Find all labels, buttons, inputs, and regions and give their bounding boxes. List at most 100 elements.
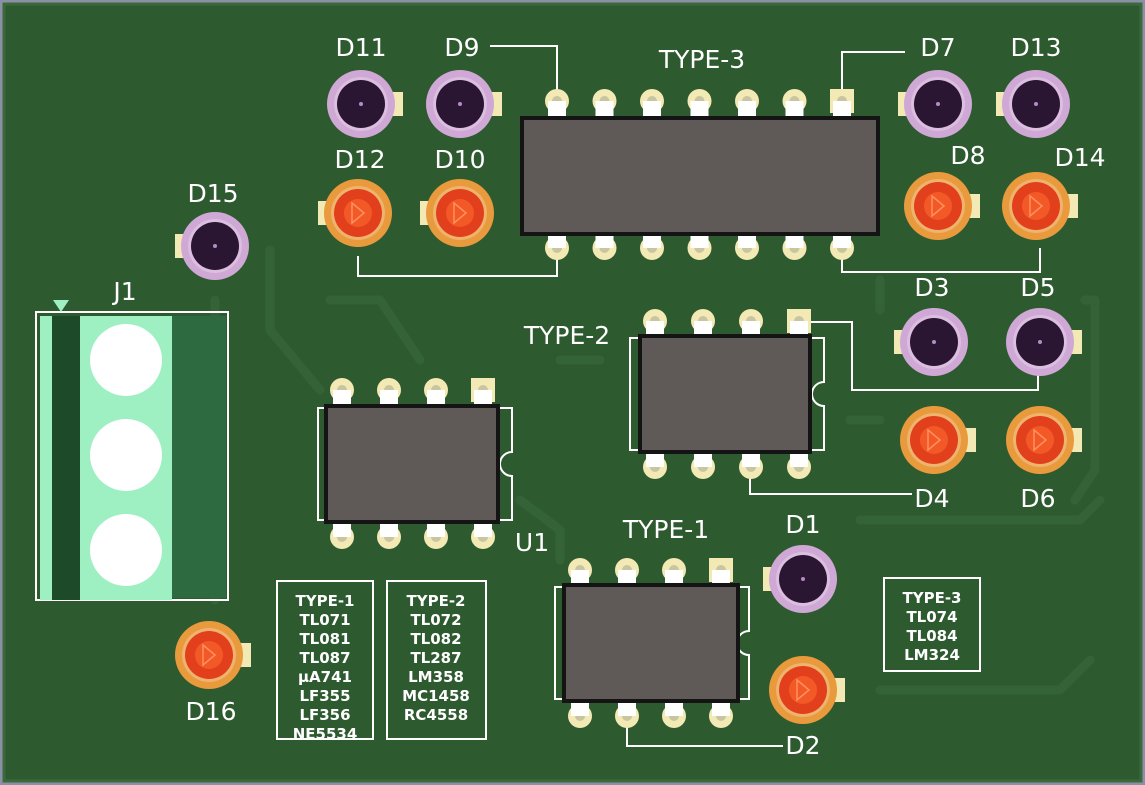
compat-table-type1: TYPE-1 TL071 TL081 TL087 µA741 LF355 LF3… bbox=[276, 580, 374, 743]
led-d1: D1 bbox=[763, 510, 837, 613]
wire-d12 bbox=[357, 250, 558, 277]
compat-part: LF356 bbox=[299, 706, 350, 724]
led-ref-label: D5 bbox=[1020, 273, 1055, 302]
led-glow bbox=[920, 426, 948, 454]
led-glow bbox=[1026, 426, 1054, 454]
wire-d5 bbox=[808, 321, 1039, 391]
led-d5: D5 bbox=[1006, 273, 1082, 376]
led-d14: D14 bbox=[1002, 143, 1106, 240]
led-die bbox=[1029, 194, 1044, 218]
led-d10: D10 bbox=[420, 145, 494, 247]
led-die bbox=[1034, 102, 1038, 106]
ic-label-u1: U1 bbox=[515, 528, 549, 557]
ic-package bbox=[328, 408, 496, 520]
terminal-block-j1: J1 bbox=[35, 277, 229, 601]
compat-table-frame bbox=[386, 580, 487, 740]
led-die bbox=[453, 201, 468, 225]
compat-part: NE5534 bbox=[293, 725, 358, 743]
led-glow bbox=[344, 199, 372, 227]
led-ref-label: D8 bbox=[950, 141, 985, 170]
led-die bbox=[1038, 340, 1042, 344]
led-ref-label: D4 bbox=[914, 484, 949, 513]
compat-part: TL084 bbox=[906, 627, 957, 645]
ic-u1 bbox=[317, 378, 513, 549]
ic-label-type3: TYPE-3 bbox=[658, 45, 745, 74]
compat-part: TL082 bbox=[410, 630, 461, 648]
led-die bbox=[213, 244, 217, 248]
led-die bbox=[932, 340, 936, 344]
compat-table-title: TYPE-3 bbox=[903, 589, 962, 607]
compat-part: RC4558 bbox=[404, 706, 468, 724]
compat-part: LF355 bbox=[299, 687, 350, 705]
led-d2: D2 bbox=[769, 656, 845, 760]
led-ref-label: D6 bbox=[1020, 484, 1055, 513]
led-glow bbox=[1022, 192, 1050, 220]
compat-part: MC1458 bbox=[402, 687, 470, 705]
led-d12: D12 bbox=[318, 145, 392, 247]
led-die bbox=[1033, 428, 1048, 452]
wire-d7 bbox=[841, 51, 905, 98]
led-die bbox=[927, 428, 942, 452]
led-d16: D16 bbox=[175, 621, 251, 726]
ic-package bbox=[524, 120, 876, 232]
j1-stripe bbox=[52, 316, 80, 600]
led-die bbox=[351, 201, 366, 225]
led-die bbox=[202, 643, 217, 667]
led-d13: D13 bbox=[996, 33, 1070, 138]
led-d9: D9 bbox=[426, 33, 502, 138]
led-d4: D4 bbox=[900, 406, 976, 513]
led-d15: D15 bbox=[175, 179, 249, 280]
ic-type1 bbox=[554, 558, 750, 728]
led-ref-label: D7 bbox=[920, 33, 955, 62]
led-die bbox=[936, 102, 940, 106]
compat-part: µA741 bbox=[298, 668, 352, 686]
wire-d14 bbox=[841, 248, 1041, 273]
compat-part: TL074 bbox=[906, 608, 957, 626]
ic-type2 bbox=[629, 309, 825, 479]
pin1-marker-icon bbox=[53, 300, 69, 312]
led-ref-label: D10 bbox=[434, 145, 485, 174]
ic-package bbox=[642, 338, 808, 450]
compat-table-type3: TYPE-3 TL074 TL084 LM324 bbox=[883, 577, 981, 672]
led-die bbox=[801, 577, 805, 581]
led-d7: D7 bbox=[898, 33, 972, 138]
led-die bbox=[796, 678, 811, 702]
led-ref-label: D12 bbox=[334, 145, 385, 174]
led-ref-label: D2 bbox=[785, 731, 820, 760]
compat-part: LM324 bbox=[904, 646, 960, 664]
led-glow bbox=[789, 676, 817, 704]
led-ref-label: D11 bbox=[335, 33, 386, 62]
led-d8: D8 bbox=[904, 141, 986, 240]
led-die bbox=[931, 194, 946, 218]
led-ref-label: D3 bbox=[914, 273, 949, 302]
ic-label-type2: TYPE-2 bbox=[523, 321, 610, 350]
compat-table-title: TYPE-2 bbox=[407, 592, 466, 610]
ic-type3 bbox=[520, 89, 880, 260]
led-d6: D6 bbox=[1006, 406, 1082, 513]
compat-part: TL087 bbox=[299, 649, 350, 667]
led-ref-label: D14 bbox=[1054, 143, 1105, 172]
compat-table-frame bbox=[883, 577, 981, 672]
wire-d9 bbox=[490, 45, 558, 98]
ic-group bbox=[317, 89, 880, 728]
j1-hole-3 bbox=[90, 514, 162, 586]
j1-hole-1 bbox=[90, 324, 162, 396]
led-ref-label: D16 bbox=[185, 697, 236, 726]
j1-hole-2 bbox=[90, 419, 162, 491]
compat-part: LM358 bbox=[408, 668, 464, 686]
led-die bbox=[458, 102, 462, 106]
j1-label: J1 bbox=[111, 277, 136, 306]
ic-label-type1: TYPE-1 bbox=[622, 515, 709, 544]
j1-back bbox=[172, 316, 226, 598]
led-glow bbox=[195, 641, 223, 669]
led-ref-label: D13 bbox=[1010, 33, 1061, 62]
led-ref-label: D1 bbox=[785, 510, 820, 539]
wire-d2 bbox=[626, 722, 783, 747]
led-d11: D11 bbox=[327, 33, 403, 138]
led-d3: D3 bbox=[894, 273, 968, 376]
led-ref-label: D15 bbox=[187, 179, 238, 208]
led-glow bbox=[446, 199, 474, 227]
